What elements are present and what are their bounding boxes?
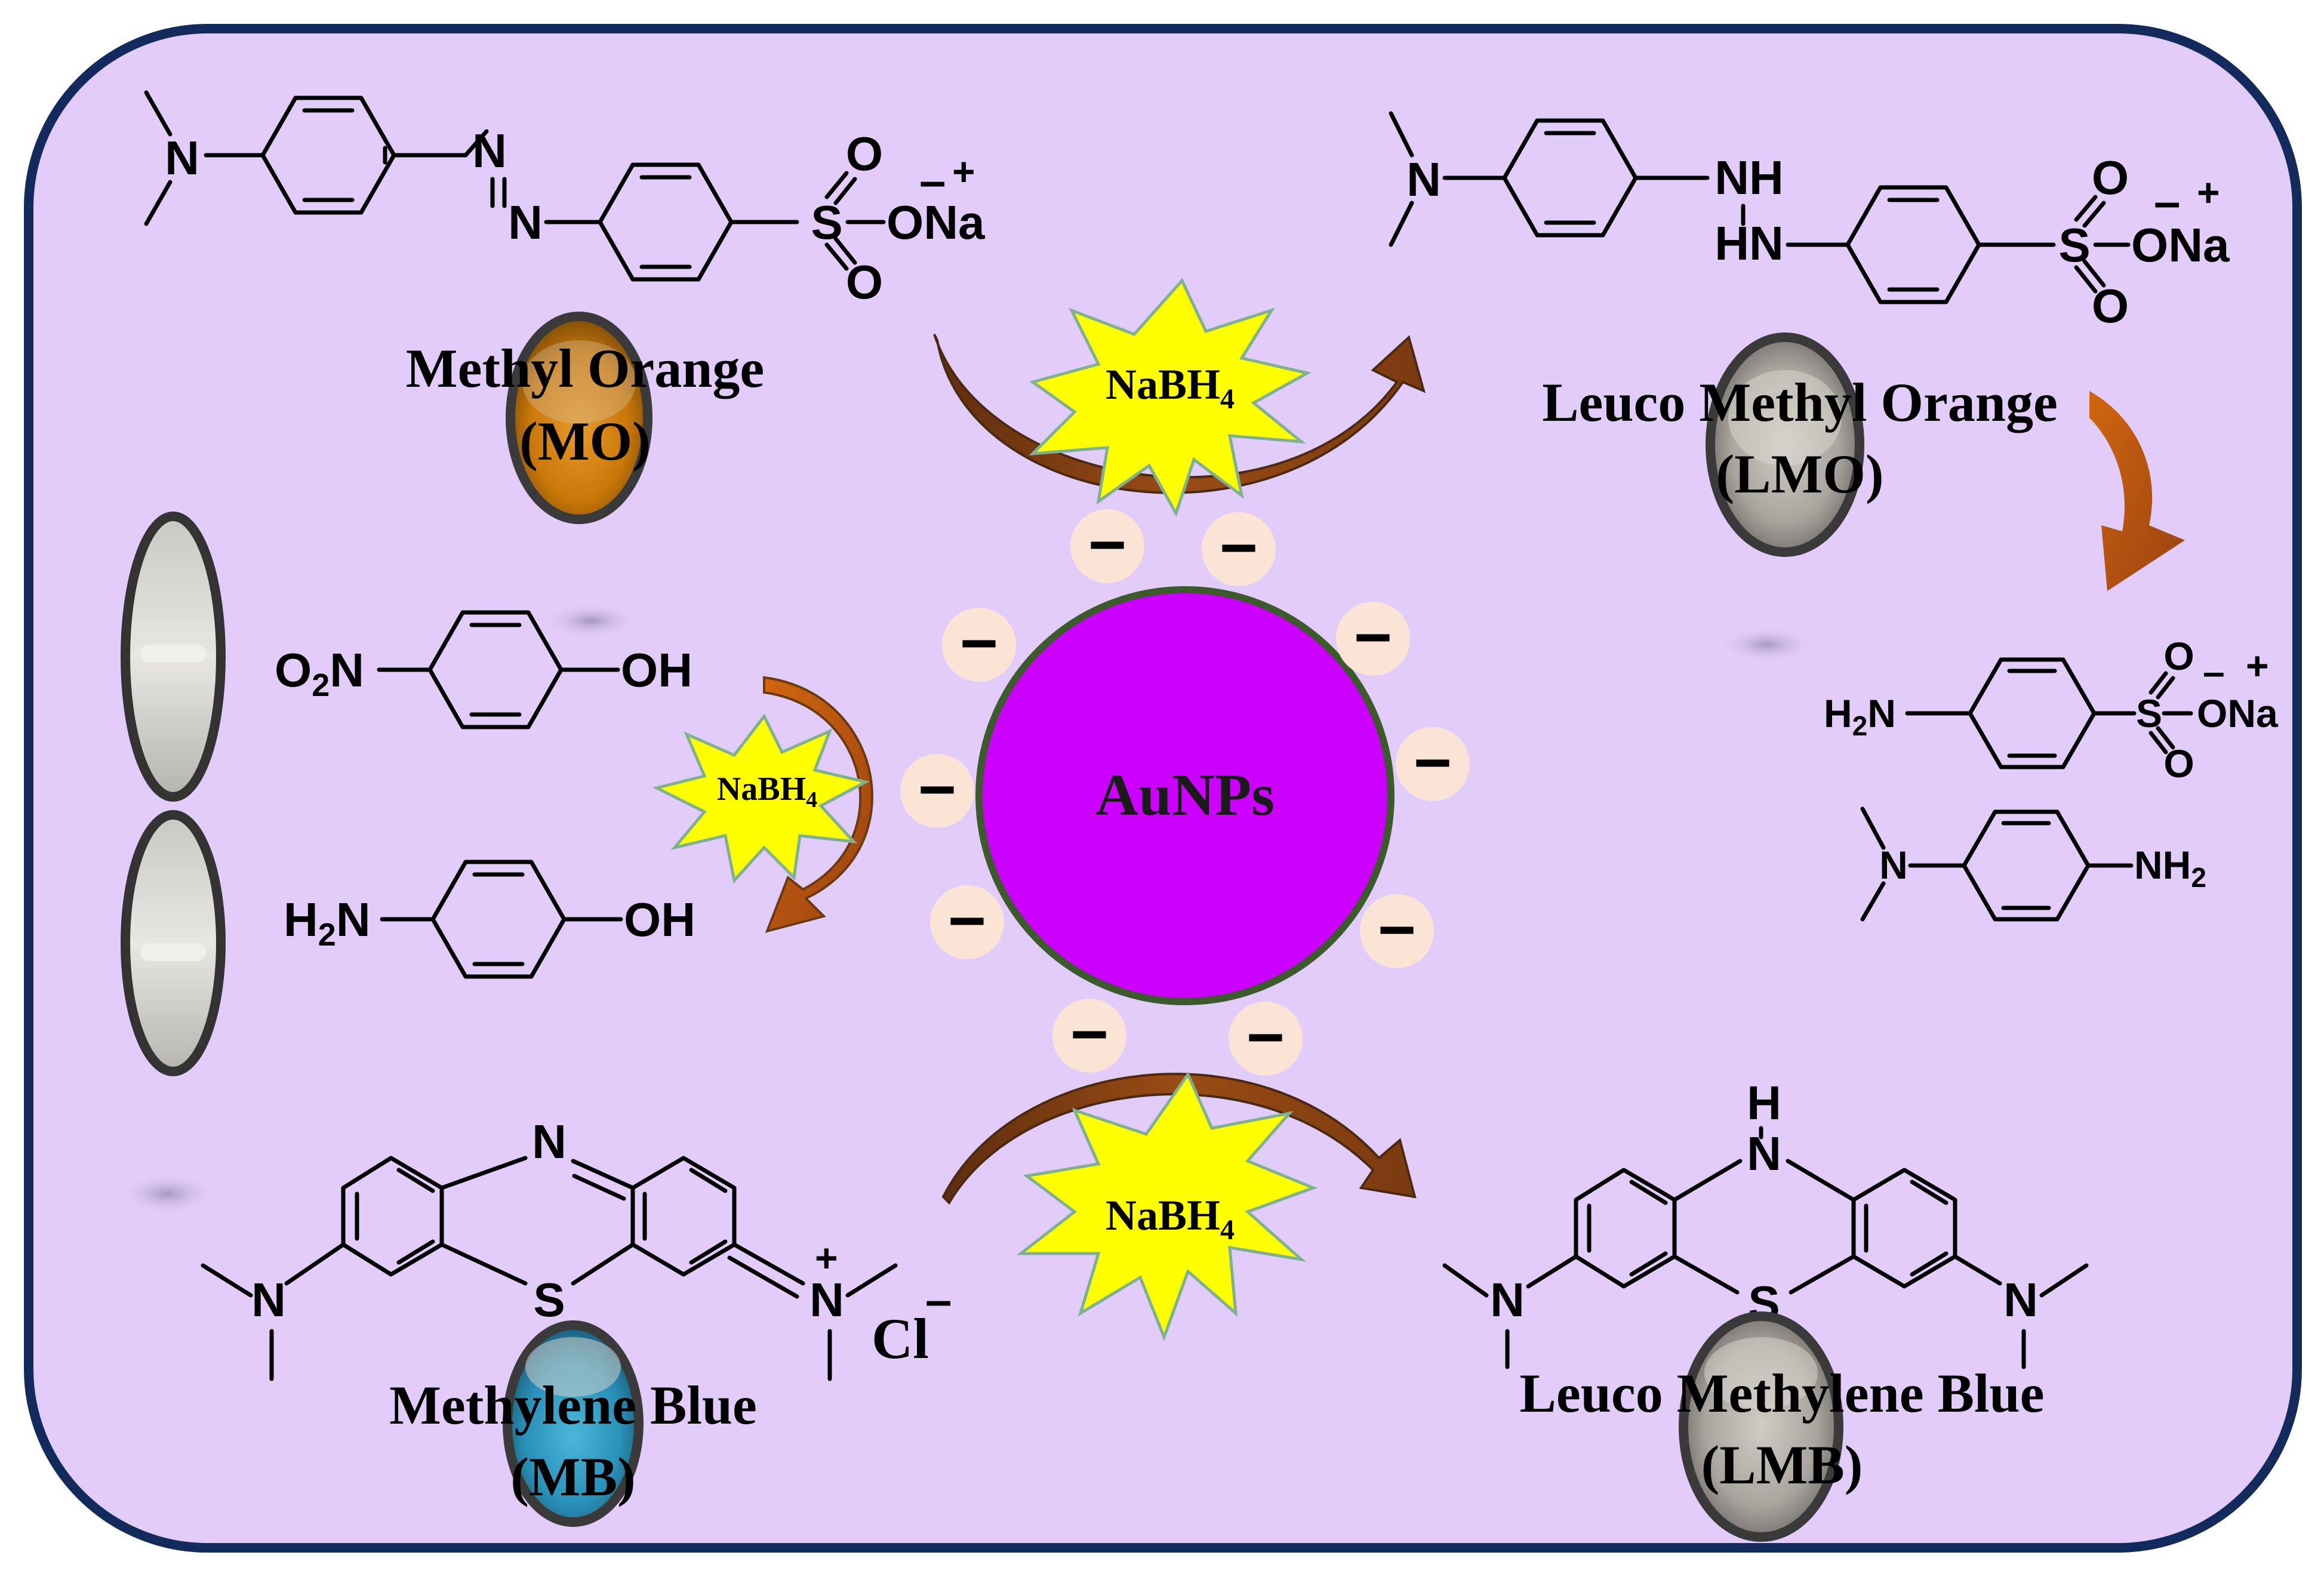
atom-n-left: N: [251, 1273, 286, 1326]
vial-methyl-orange: [506, 312, 652, 524]
leuco-methyl-orange-structure: N NH HN S O O ONa – +: [1389, 111, 2230, 332]
atom-oh: OH: [621, 643, 692, 697]
charge-plus: +: [952, 149, 975, 193]
charge-minus: –: [919, 154, 946, 207]
atom-s: S: [533, 1273, 565, 1326]
atom-o: O: [846, 127, 883, 180]
methylene-blue-name: Methylene Blue: [389, 1375, 757, 1436]
atom-ona: ONa: [886, 196, 985, 249]
methyl-orange-name: Methyl Orange: [406, 338, 764, 399]
arrow-mb-reduction: [941, 1073, 1417, 1205]
svg-text:−: −: [948, 884, 986, 957]
atom-n-azo: N: [472, 124, 507, 177]
nabh4-starburst: NaBH4: [1016, 1071, 1318, 1342]
negative-charge-badge: −: [1360, 893, 1434, 968]
negative-charge-badge: −: [942, 606, 1016, 682]
nabh4-label: NaBH4: [1106, 361, 1235, 415]
negative-charge-badge: −: [1070, 508, 1144, 583]
atom-nh2: NH2: [2134, 843, 2206, 893]
vial-methylene-blue: [503, 1320, 644, 1527]
atom-n-azo: N: [508, 196, 543, 249]
atom-n: N: [1879, 843, 1908, 887]
atom-n-top: N: [1747, 1127, 1781, 1180]
svg-text:−: −: [1246, 1000, 1285, 1074]
atom-oh: OH: [624, 893, 695, 946]
svg-text:−: −: [918, 753, 956, 826]
atom-n: N: [165, 131, 199, 184]
negative-charge-badge: −: [1336, 601, 1410, 676]
atom-hn: HN: [1714, 217, 1784, 270]
negative-charge-badge: −: [1229, 1000, 1303, 1076]
atom-ona: ONa: [2197, 691, 2279, 735]
atom-n-top: N: [532, 1115, 567, 1168]
gold-nanoparticle: AuNPs: [975, 586, 1395, 1005]
leuco-methylene-blue-abbr: (LMB): [1701, 1434, 1863, 1495]
vial-nitrophenol: [121, 512, 226, 802]
negative-charges: − − − − − − − − − −: [900, 508, 1470, 1076]
arrow-to-products: [2089, 391, 2185, 591]
atom-nh: NH: [1714, 151, 1784, 204]
atom-cl: Cl: [872, 1307, 929, 1371]
vial-leuco-methyl-orange: [1706, 332, 1864, 557]
aminophenol-structure: H2N OH: [284, 860, 695, 979]
leuco-methylene-blue-structure: H N S N N: [1442, 1076, 2089, 1369]
vial-shadow: [119, 1173, 215, 1215]
vial-leuco-methylene-blue: [1679, 1311, 1843, 1542]
nabh4-starburst: NaBH4: [652, 713, 870, 884]
atom-n-left: N: [1490, 1273, 1525, 1326]
vial-shadow: [543, 603, 639, 639]
atom-h2n: H2N: [1824, 691, 1896, 741]
svg-text:−: −: [1378, 893, 1416, 966]
negative-charge-badge: −: [1202, 511, 1276, 586]
methylene-blue-structure: N S N N + Cl –: [201, 1115, 952, 1381]
svg-text:−: −: [1220, 511, 1258, 584]
atom-o2n: O2N: [275, 643, 364, 703]
negative-charge-badge: −: [930, 884, 1004, 959]
negative-charge-badge: −: [1052, 997, 1126, 1073]
charge-plus: +: [2246, 643, 2269, 688]
atom-n-right: N: [809, 1273, 844, 1326]
svg-text:−: −: [1070, 997, 1109, 1071]
negative-charge-badge: −: [1396, 726, 1470, 801]
svg-text:−: −: [960, 606, 998, 680]
leuco-methylene-blue-name: Leuco Methylene Blue: [1520, 1363, 2045, 1424]
svg-text:−: −: [1354, 601, 1392, 674]
arrow-nitrophenol-reduction: [763, 676, 874, 933]
atom-h: H: [1747, 1076, 1781, 1129]
charge-plus: +: [815, 1236, 838, 1280]
atom-o: O: [846, 255, 883, 309]
atom-h2n: H2N: [284, 893, 371, 953]
charge-plus: +: [2197, 170, 2220, 214]
vial-aminophenol: [121, 810, 226, 1076]
nabh4-starburst: NaBH4: [1029, 278, 1312, 518]
atom-o: O: [2092, 279, 2129, 332]
atom-n-right: N: [2003, 1273, 2038, 1326]
nabh4-label: NaBH4: [717, 771, 817, 812]
leuco-methyl-orange-abbr: (LMO): [1716, 444, 1883, 504]
negative-charge-badge: −: [900, 753, 974, 828]
atom-o: O: [2092, 151, 2129, 204]
svg-text:−: −: [1088, 508, 1126, 581]
vial-shadow: [1719, 627, 1815, 663]
methylene-blue-abbr: (MB): [510, 1446, 635, 1507]
svg-text:−: −: [1414, 726, 1452, 799]
charge-minus: –: [2203, 649, 2225, 694]
methyl-orange-abbr: (MO): [519, 411, 651, 472]
atom-o: O: [2163, 741, 2194, 786]
atom-o: O: [2163, 634, 2194, 678]
nitrophenol-structure: O2N OH: [275, 610, 692, 729]
atom-n: N: [1406, 153, 1441, 206]
sulfanilate-structure: H2N S O O ONa – +: [1824, 634, 2279, 786]
charge-minus: –: [2154, 175, 2181, 228]
dimethyl-phenylenediamine-structure: N NH2: [1860, 806, 2206, 922]
leuco-methyl-orange-name: Leuco Methyl Orange: [1542, 372, 2058, 433]
aunps-label: AuNPs: [1095, 762, 1275, 828]
charge-minus: –: [925, 1273, 952, 1326]
methyl-orange-structure: N N N S O O ONa – +: [144, 90, 985, 309]
nabh4-label: NaBH4: [1106, 1191, 1235, 1246]
atom-ona: ONa: [2131, 218, 2230, 272]
